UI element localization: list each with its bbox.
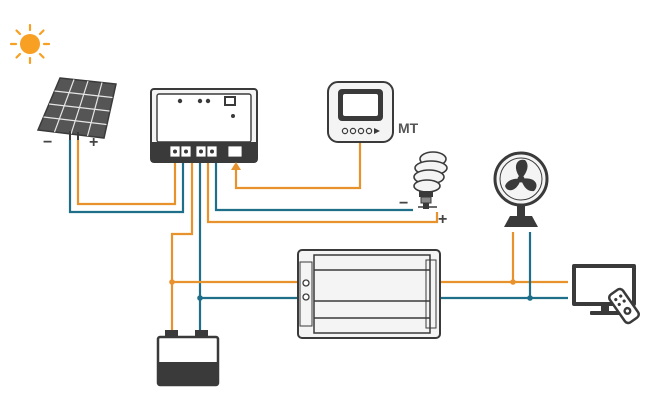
remote-meter-icon (327, 81, 394, 143)
cfl-bulb-icon (413, 151, 448, 209)
wire-junctions (169, 279, 533, 301)
meter-arrow-icon (231, 162, 241, 170)
meter-label: MT (398, 120, 419, 136)
battery-minus-label: − (200, 342, 209, 359)
wire-panel-negative (68, 140, 185, 214)
inverter-icon (297, 249, 441, 339)
bulb-plus-label: + (438, 211, 448, 228)
wires (68, 140, 568, 330)
sun-icon (9, 23, 51, 65)
remote-control-icon (608, 287, 640, 325)
battery-plus-label: + (166, 344, 175, 361)
panel-minus-label: − (43, 134, 53, 151)
fan-icon (493, 151, 549, 227)
panel-plus-label: + (89, 134, 99, 151)
wire-panel-positive (76, 140, 177, 206)
wire-bulb-negative (214, 160, 413, 212)
battery-icon (156, 330, 220, 387)
solar-panel-icon (36, 77, 117, 140)
wire-bulb-positive (206, 160, 439, 224)
bulb-minus-label: − (399, 195, 409, 212)
charge-controller-icon (150, 88, 258, 163)
wire-meter (234, 142, 362, 190)
